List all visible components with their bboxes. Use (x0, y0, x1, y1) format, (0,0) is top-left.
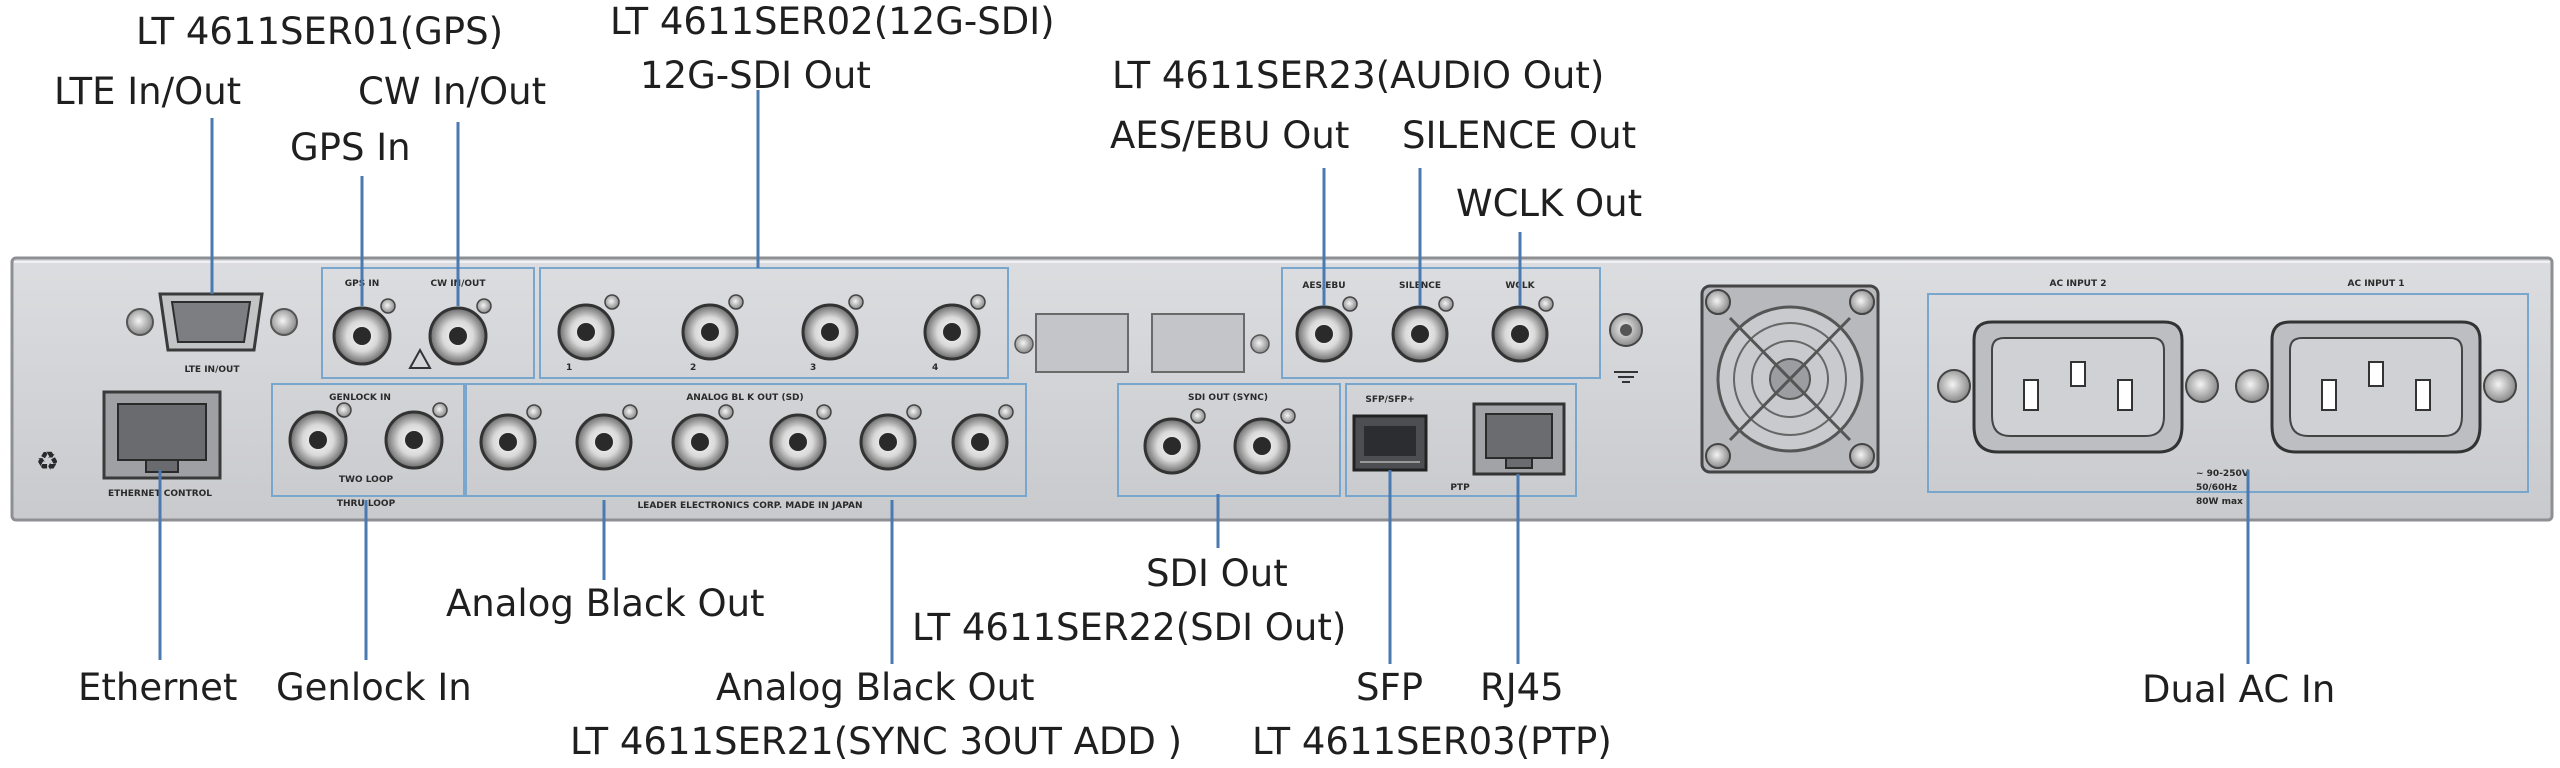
panel-label-sdi-out-sync: SDI OUT (SYNC) (1188, 393, 1268, 403)
group-box-12g-sdi (539, 267, 1009, 379)
svg-text:2: 2 (690, 363, 696, 373)
sdi-out-sync-2 (1233, 408, 1296, 475)
sdi12g-out-2: 2 (681, 294, 744, 373)
ethernet-clip (145, 459, 179, 473)
screw-icon (126, 308, 154, 336)
group-box-gps (321, 267, 535, 379)
callout-ethernet: Ethernet (78, 666, 237, 709)
ethernet-socket (117, 403, 207, 461)
wclk-connector (1491, 296, 1554, 363)
callout-ser22: LT 4611SER22(SDI Out) (912, 606, 1346, 649)
group-box-analog-black (465, 383, 1027, 497)
svg-text:1: 1 (566, 363, 572, 373)
sdi12g-out-4: 4 (923, 294, 986, 373)
callout-cw: CW In/Out (358, 70, 546, 113)
screw-icon (270, 308, 298, 336)
fan-grille-icon (1700, 284, 1880, 474)
callout-ser23: LT 4611SER23(AUDIO Out) (1112, 54, 1604, 97)
panel-label-two-loop: TWO LOOP (339, 475, 394, 485)
callout-ser03: LT 4611SER03(PTP) (1252, 720, 1612, 763)
callout-ser02: LT 4611SER02(12G-SDI) (610, 0, 1055, 43)
aes-ebu-connector (1295, 296, 1358, 363)
panel-label-maker: LEADER ELECTRONICS CORP. MADE IN JAPAN (637, 501, 862, 511)
sdi-out-sync-1 (1143, 408, 1206, 475)
sdi12g-out-3: 3 (801, 294, 864, 373)
panel-label-voltage: ~ 90-250V (2196, 469, 2249, 479)
genlock-in-1 (288, 402, 352, 470)
ethernet-port: ETHERNET CONTROL (102, 390, 222, 499)
weee-bin-icon: ♻ (36, 447, 59, 477)
callout-ser01: LT 4611SER01(GPS) (136, 10, 503, 53)
sfp-cage (1352, 414, 1428, 472)
panel-label-ac-input-1: AC INPUT 1 (2347, 279, 2404, 289)
panel-label-ac-input-2: AC INPUT 2 (2049, 279, 2106, 289)
callout-12g-sdi: 12G-SDI Out (640, 54, 871, 97)
warning-triangle-icon (408, 347, 432, 369)
panel-label-watt: 80W max (2196, 497, 2243, 507)
blank-plate (1151, 313, 1245, 373)
lte-dsub-connector: LTE IN/OUT (126, 292, 298, 375)
chassis-panel (10, 256, 2554, 522)
analog-black-out-5 (859, 404, 922, 471)
analog-black-out-6 (951, 404, 1014, 471)
panel-label-freq: 50/60Hz (2196, 483, 2237, 493)
svg-text:3: 3 (810, 363, 816, 373)
analog-black-out-4 (769, 404, 832, 471)
callout-genlock: Genlock In (276, 666, 472, 709)
callout-lte: LTE In/Out (54, 70, 241, 113)
callout-gps: GPS In (290, 126, 411, 169)
ac-inlet-1 (2235, 320, 2517, 454)
group-box-ptp (1345, 383, 1577, 497)
callout-sdi-out: SDI Out (1146, 552, 1288, 595)
group-box-sdi-out (1117, 383, 1341, 497)
analog-black-out-1 (479, 404, 542, 471)
ground-terminal-icon (1609, 313, 1643, 383)
group-box-genlock (271, 383, 465, 497)
callout-analog-2: Analog Black Out (716, 666, 1035, 709)
callout-analog-1: Analog Black Out (446, 582, 765, 625)
screw-icon (1250, 334, 1270, 354)
rj45-ptp-port (1472, 402, 1566, 476)
panel-label-lte: LTE IN/OUT (185, 365, 241, 375)
panel-label-sfp: SFP/SFP+ (1365, 395, 1414, 405)
gps-in-connector (332, 298, 396, 366)
callout-rj45: RJ45 (1480, 666, 1564, 709)
panel-label-genlock: GENLOCK IN (329, 393, 391, 403)
panel-label-ptp: PTP (1450, 483, 1470, 493)
callout-ser21: LT 4611SER21(SYNC 3OUT ADD ) (570, 720, 1182, 763)
dsub-pins (170, 301, 252, 343)
svg-text:4: 4 (932, 363, 938, 373)
callout-silence: SILENCE Out (1402, 114, 1636, 157)
silence-connector (1391, 296, 1454, 363)
group-box-ac-input (1927, 293, 2529, 493)
panel-label-analog-bl: ANALOG BL K OUT (SD) (686, 393, 803, 403)
callout-wclk: WCLK Out (1456, 182, 1642, 225)
cw-in-out-connector (428, 298, 492, 366)
callout-dual-ac: Dual AC In (2142, 668, 2335, 711)
analog-black-out-3 (671, 404, 734, 471)
blank-plate (1035, 313, 1129, 373)
callout-sfp: SFP (1356, 666, 1423, 709)
group-box-audio (1281, 267, 1601, 379)
callout-aes: AES/EBU Out (1110, 114, 1349, 157)
analog-black-out-2 (575, 404, 638, 471)
screw-icon (1014, 334, 1034, 354)
sdi12g-out-1: 1 (557, 294, 620, 373)
ac-inlet-2 (1937, 320, 2219, 454)
genlock-in-2 (384, 402, 448, 470)
